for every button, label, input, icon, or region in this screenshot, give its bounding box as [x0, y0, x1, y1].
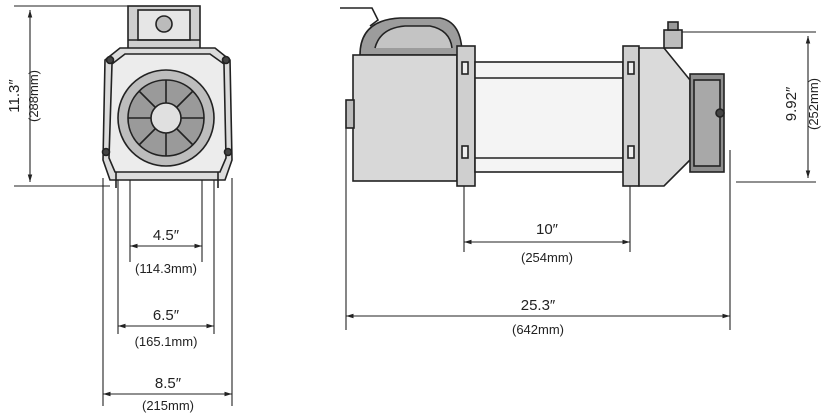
side-view	[340, 7, 725, 187]
front-extension-lines	[14, 5, 233, 406]
drum-length-inch: 10″	[536, 221, 559, 238]
front-height-mm: (288mm)	[26, 70, 41, 122]
dim-b-mm: (165.1mm)	[135, 334, 198, 349]
side-extension-lines	[345, 31, 816, 330]
side-right-plate	[622, 45, 640, 187]
drum-length-dimension: 10″ (254mm)	[464, 221, 630, 265]
dim-c-mm: (215mm)	[142, 398, 194, 413]
front-height-dimension: 11.3″ (288mm)	[6, 10, 41, 182]
overall-length-inch: 25.3″	[521, 297, 556, 314]
front-height-inch: 11.3″	[6, 79, 23, 113]
front-view	[101, 5, 233, 188]
front-feet	[115, 172, 219, 188]
overall-length-dimension: 25.3″ (642mm)	[346, 297, 730, 337]
drum-length-mm: (254mm)	[521, 250, 573, 265]
side-left-plate	[456, 45, 476, 187]
dim-c-inch: 8.5″	[155, 375, 182, 392]
front-dim-c: 8.5″ (215mm)	[103, 375, 232, 413]
dim-a-mm: (114.3mm)	[135, 261, 197, 276]
front-dim-a: 4.5″ (114.3mm)	[130, 227, 202, 276]
side-height-mm: (252mm)	[806, 78, 821, 130]
side-drum	[474, 61, 624, 173]
overall-length-mm: (642mm)	[512, 322, 564, 337]
dim-b-inch: 6.5″	[153, 307, 180, 324]
side-height-inch: 9.92″	[783, 86, 800, 121]
side-motor	[340, 7, 463, 182]
front-dim-b: 6.5″ (165.1mm)	[118, 307, 214, 349]
dim-a-inch: 4.5″	[153, 227, 180, 244]
front-top-housing	[127, 5, 201, 53]
front-drum-face	[117, 69, 215, 167]
side-height-dimension: 9.92″ (252mm)	[783, 36, 821, 178]
side-gear-housing	[638, 21, 725, 187]
